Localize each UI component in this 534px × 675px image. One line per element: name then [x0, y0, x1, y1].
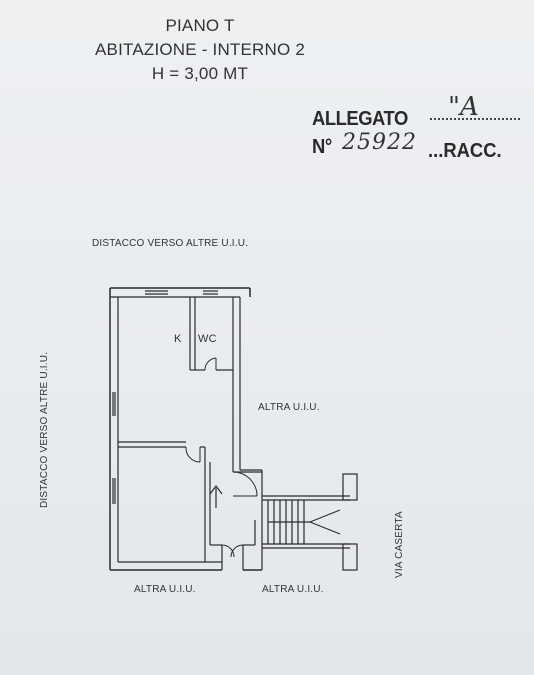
entry-arrow-icon	[209, 485, 223, 508]
entrance-door	[221, 471, 258, 558]
window-left-lower	[112, 478, 116, 504]
ceiling-height: H = 3,00 MT	[151, 64, 249, 83]
stamp-allegato-value: "A	[448, 92, 479, 122]
floor-title: PIANO T	[165, 16, 235, 35]
label-kitchen: K	[174, 333, 182, 345]
wc-partition	[189, 297, 233, 371]
stamp-racc-label: ...RACC.	[428, 140, 502, 162]
middle-partition	[118, 441, 205, 463]
label-altra-uiu-bottom-right: ALTRA U.I.U.	[262, 584, 324, 595]
label-top-distacco: DISTACCO VERSO ALTRE U.I.U.	[92, 238, 249, 249]
label-altra-uiu-bottom-left: ALTRA U.I.U.	[134, 584, 196, 595]
corridor-walls	[204, 447, 263, 570]
annex-stamp: ALLEGATO "A N° 25922 ...RACC.	[312, 92, 522, 166]
drawing-header: PIANO T ABITAZIONE - INTERNO 2 H = 3,00 …	[0, 14, 400, 86]
stamp-dotted-line	[430, 118, 520, 120]
stamp-numero-label: N°	[312, 136, 332, 158]
pillar-bottom	[342, 543, 358, 571]
label-wc: WC	[198, 333, 217, 345]
label-altra-uiu-right: ALTRA U.I.U.	[258, 402, 320, 413]
stamp-numero-value: 25922	[342, 130, 417, 155]
pillar-top	[342, 473, 358, 501]
unit-title: ABITAZIONE - INTERNO 2	[95, 40, 305, 59]
window-left-upper	[112, 392, 116, 416]
staircase	[262, 495, 350, 549]
outer-walls	[109, 287, 262, 571]
window-top-left	[145, 290, 168, 295]
stamp-allegato-label: ALLEGATO	[312, 108, 408, 130]
window-top-wc	[203, 290, 218, 295]
